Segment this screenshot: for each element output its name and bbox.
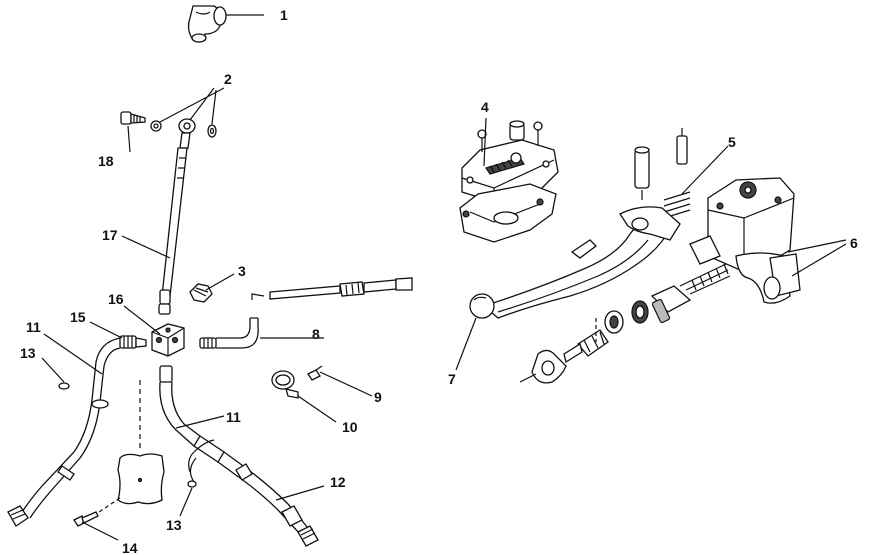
part-6-master-cylinder — [689, 177, 801, 304]
part-18-banjo-bolt — [120, 111, 146, 125]
callout-7: 7 — [448, 371, 456, 387]
callout-labels: 1 2 3 4 5 6 7 8 9 10 11 11 12 13 13 14 1… — [20, 7, 858, 555]
part-17-upper-brake-line — [158, 147, 188, 315]
callout-3: 3 — [238, 263, 246, 279]
callout-14: 14 — [122, 540, 138, 555]
callout-17: 17 — [102, 227, 118, 243]
switch-pin — [676, 128, 688, 165]
callout-2: 2 — [224, 71, 232, 87]
reservoir-screw-right — [533, 121, 543, 146]
leader-lines — [41, 14, 847, 541]
part-5-pivot-pin — [634, 146, 650, 200]
part-12-brake-hose-lower-right — [217, 451, 319, 547]
callout-5: 5 — [728, 134, 736, 150]
callout-16: 16 — [108, 291, 124, 307]
part-1-tee-fitting — [187, 5, 227, 43]
part-13-hose-clip-right — [187, 439, 215, 488]
callout-1: 1 — [280, 7, 288, 23]
part-8-brake-hose — [199, 317, 259, 349]
part-9-clamp-screw — [307, 365, 323, 381]
part-14-bolt — [73, 511, 99, 527]
callout-11-left: 11 — [26, 319, 41, 335]
callout-12: 12 — [330, 474, 346, 490]
callout-13-right: 13 — [166, 517, 182, 533]
left-hose-end-fitting — [7, 505, 29, 527]
callout-8: 8 — [312, 326, 320, 342]
piston — [631, 285, 692, 324]
reservoir-screw-left — [477, 129, 487, 152]
part-16-distribution-block — [151, 323, 185, 357]
callout-4: 4 — [481, 99, 489, 115]
callout-11-right: 11 — [226, 409, 241, 425]
piston-spring — [679, 263, 731, 295]
piston-cup — [604, 310, 624, 334]
callout-13-left: 13 — [20, 345, 36, 361]
pivot-spring — [663, 191, 691, 219]
part-11-brake-hose-left — [21, 337, 121, 519]
push-rod — [519, 342, 583, 384]
part-2-washer-right — [207, 124, 217, 138]
part-3-elbow-fitting — [189, 283, 213, 303]
part-2-washer-left — [150, 120, 162, 132]
callout-6: 6 — [850, 235, 858, 251]
part-13-hose-clip-left — [58, 382, 70, 390]
callout-9: 9 — [374, 389, 382, 405]
reservoir-diaphragm — [459, 183, 557, 243]
mounting-plate — [95, 380, 165, 515]
steel-brake-line — [251, 277, 413, 300]
callout-15: 15 — [70, 309, 86, 325]
reservoir-plug — [509, 120, 525, 141]
part-15-banjo-fitting-left — [119, 335, 147, 349]
part-10-hose-clamp — [271, 370, 299, 399]
part-2-banjo-fitting — [178, 118, 196, 149]
part-7-brake-lever — [469, 206, 681, 319]
callout-10: 10 — [342, 419, 358, 435]
dust-boot — [577, 318, 609, 357]
callout-18: 18 — [98, 153, 114, 169]
part-11-brake-hose-right — [159, 365, 225, 463]
